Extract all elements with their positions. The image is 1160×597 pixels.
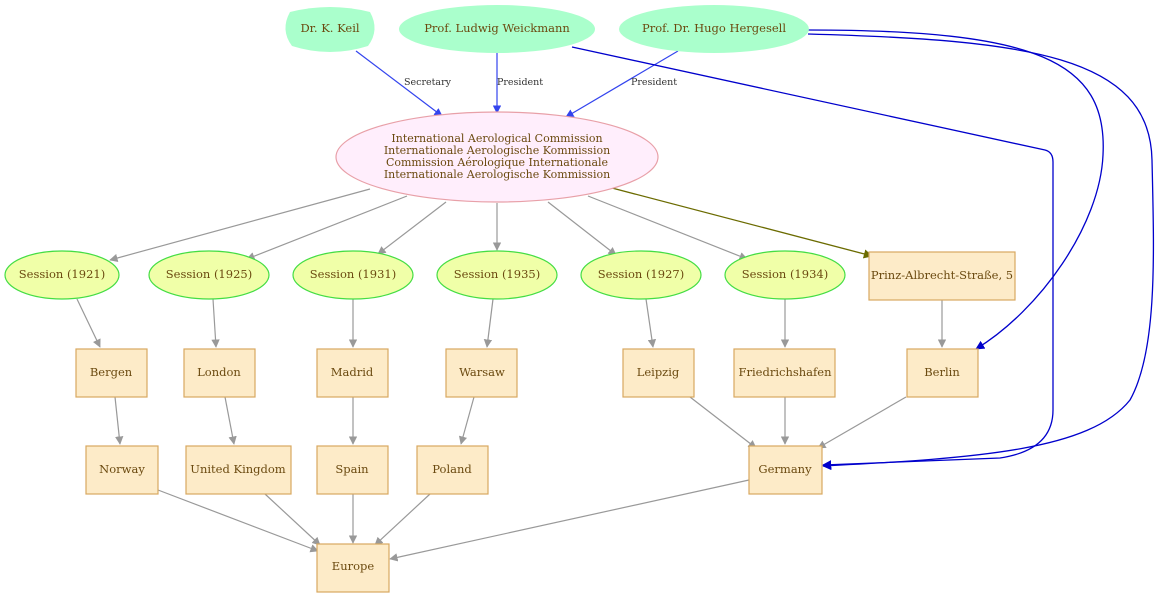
edge-s1927-leipzig	[645, 298, 657, 348]
node-friedrichshafen[interactable]: Friedrichshafen	[733, 348, 836, 398]
edge-weickmann-germany	[571, 46, 1054, 470]
united-kingdom-label: United Kingdom	[190, 462, 286, 476]
edge-poland-europe	[374, 493, 431, 546]
node-weickmann[interactable]: Prof. Ludwig Weickmann	[399, 5, 595, 53]
friedrichshafen-label: Friedrichshafen	[739, 365, 833, 379]
europe-label: Europe	[332, 559, 375, 573]
session-1921-label: Session (1921)	[19, 267, 105, 281]
edge-hergesell-germany	[807, 33, 1155, 471]
edge-labels: Secretary President President	[404, 77, 677, 88]
session-1927-label: Session (1927)	[598, 267, 684, 281]
edge-s1935-warsaw	[483, 298, 494, 348]
edge-s1925-london	[211, 298, 220, 348]
commission-line-4: Internationale Aerologische Kommission	[384, 168, 610, 181]
edge-commission-s1931	[377, 201, 447, 255]
node-germany[interactable]: Germany	[748, 445, 823, 495]
node-poland[interactable]: Poland	[416, 445, 489, 495]
node-session-1925[interactable]: Session (1925)	[148, 250, 270, 300]
node-warsaw[interactable]: Warsaw	[445, 348, 518, 398]
node-madrid[interactable]: Madrid	[316, 348, 389, 398]
node-spain[interactable]: Spain	[316, 445, 389, 495]
node-europe[interactable]: Europe	[316, 543, 390, 593]
node-bergen[interactable]: Bergen	[75, 348, 148, 398]
germany-label: Germany	[758, 462, 812, 476]
session-1934-label: Session (1934)	[742, 267, 828, 281]
edge-berlin-germany	[817, 396, 907, 449]
node-address[interactable]: Prinz-Albrecht-Straße, 5	[868, 251, 1016, 301]
edge-london-uk	[224, 396, 237, 445]
node-commission[interactable]: International Aerological Commission Int…	[335, 111, 659, 203]
commission-line-3: Commission Aérologique Internationale	[386, 156, 608, 169]
node-session-1935[interactable]: Session (1935)	[436, 250, 558, 300]
madrid-label: Madrid	[331, 365, 374, 379]
session-1931-label: Session (1931)	[310, 267, 396, 281]
edge-commission-address	[611, 187, 873, 259]
edge-s1921-bergen	[76, 298, 101, 348]
node-london[interactable]: London	[183, 348, 256, 398]
node-united-kingdom[interactable]: United Kingdom	[185, 445, 292, 495]
commission-line-1: International Aerological Commission	[391, 132, 602, 145]
node-keil[interactable]: Dr. K. Keil	[285, 7, 375, 52]
node-norway[interactable]: Norway	[85, 445, 159, 495]
node-session-1927[interactable]: Session (1927)	[580, 250, 702, 300]
node-weickmann-label: Prof. Ludwig Weickmann	[424, 21, 570, 35]
edge-label-president-hergesell: President	[631, 77, 677, 88]
edge-commission-s1921	[109, 188, 371, 263]
node-session-1921[interactable]: Session (1921)	[4, 250, 120, 300]
edge-bergen-norway	[114, 396, 124, 445]
edge-warsaw-poland	[458, 396, 475, 445]
edge-label-president-weickmann: President	[497, 77, 543, 88]
edge-hergesell-berlin	[807, 29, 1104, 350]
node-session-1931[interactable]: Session (1931)	[292, 250, 414, 300]
poland-label: Poland	[432, 462, 472, 476]
edge-label-secretary: Secretary	[404, 77, 452, 88]
node-leipzig[interactable]: Leipzig	[622, 348, 695, 398]
edge-commission-s1927	[547, 201, 617, 256]
edge-germany-europe	[389, 479, 750, 562]
edge-keil-commission	[355, 50, 443, 117]
london-label: London	[197, 365, 241, 379]
norway-label: Norway	[99, 462, 145, 476]
session-1935-label: Session (1935)	[454, 267, 540, 281]
edge-commission-s1934	[587, 195, 748, 261]
node-berlin[interactable]: Berlin	[906, 348, 979, 398]
edge-norway-europe	[157, 489, 319, 553]
edge-hergesell-commission	[565, 50, 679, 118]
edges	[76, 29, 1155, 562]
spain-label: Spain	[335, 462, 369, 476]
edge-leipzig-germany	[689, 396, 757, 449]
edge-uk-europe	[264, 493, 321, 546]
address-label: Prinz-Albrecht-Straße, 5	[871, 268, 1013, 282]
leipzig-label: Leipzig	[637, 365, 680, 379]
node-session-1934[interactable]: Session (1934)	[724, 250, 846, 300]
berlin-label: Berlin	[924, 365, 960, 379]
edge-commission-s1925	[246, 195, 408, 261]
node-keil-label: Dr. K. Keil	[300, 21, 359, 35]
warsaw-label: Warsaw	[459, 365, 505, 379]
node-hergesell[interactable]: Prof. Dr. Hugo Hergesell	[619, 5, 809, 53]
node-hergesell-label: Prof. Dr. Hugo Hergesell	[642, 21, 786, 35]
commission-line-2: Internationale Aerologische Kommission	[384, 144, 610, 157]
bergen-label: Bergen	[90, 365, 133, 379]
session-1925-label: Session (1925)	[166, 267, 252, 281]
